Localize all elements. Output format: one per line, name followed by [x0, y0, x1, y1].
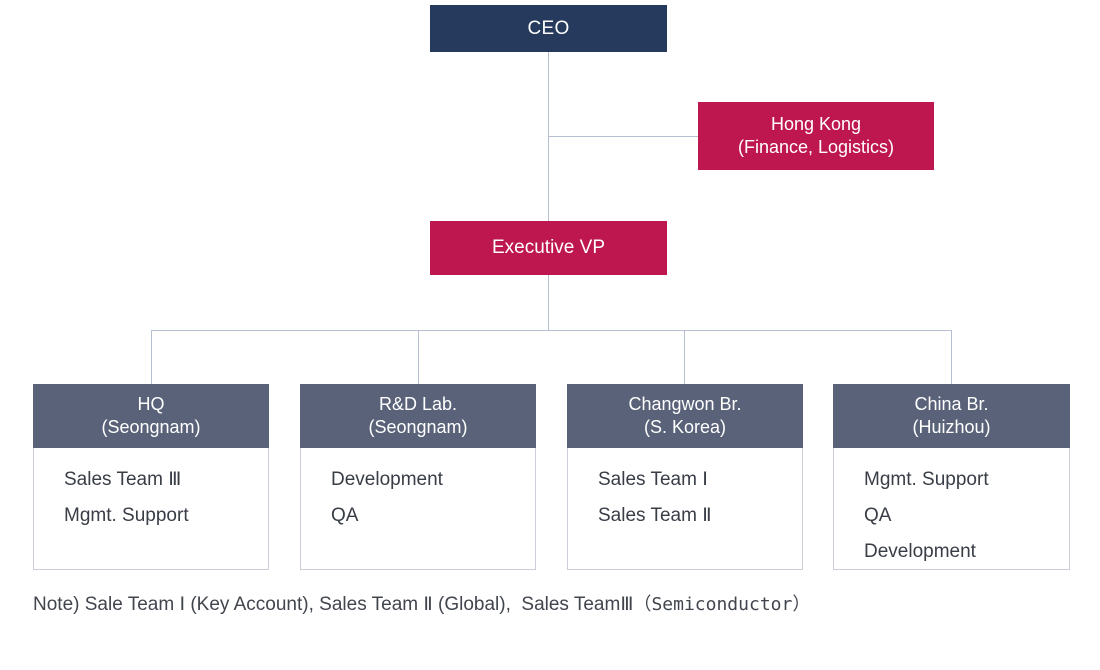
dept-hq-title: HQ: [137, 394, 165, 414]
connector-branch-horizontal: [151, 330, 951, 331]
team-item: Mgmt. Support: [864, 469, 989, 490]
dept-changwon-header: Changwon Br. (S. Korea): [567, 384, 803, 448]
team-item: Sales Team Ⅱ: [598, 505, 712, 526]
dept-hq-body: Sales Team Ⅲ Mgmt. Support: [33, 448, 269, 570]
dept-changwon-title: Changwon Br.: [628, 394, 742, 414]
footnote-text: Note) Sale Team Ⅰ (Key Account), Sales T…: [33, 594, 621, 615]
executive-vp-label: Executive VP: [492, 237, 605, 258]
dept-changwon-location: (S. Korea): [643, 417, 727, 437]
hong-kong-label: Hong Kong: [770, 114, 862, 134]
dept-rnd-lab: R&D Lab. (Seongnam) Development QA: [300, 384, 536, 570]
dept-rnd-body: Development QA: [300, 448, 536, 570]
footnote-numeral: Ⅲ: [620, 594, 634, 615]
team-item: QA: [864, 505, 892, 526]
team-item: Development: [864, 541, 976, 562]
dept-china-location: (Huizhou): [912, 417, 991, 437]
connector-drop-changwon: [684, 330, 685, 384]
dept-changwon: Changwon Br. (S. Korea) Sales Team Ⅰ Sal…: [567, 384, 803, 570]
connector-evp-to-branch: [548, 275, 549, 330]
dept-china: China Br. (Huizhou) Mgmt. Support QA Dev…: [833, 384, 1070, 570]
dept-rnd-header: R&D Lab. (Seongnam): [300, 384, 536, 448]
hong-kong-box: Hong Kong (Finance, Logistics): [698, 102, 934, 170]
team-item: QA: [331, 505, 359, 526]
dept-china-body: Mgmt. Support QA Development: [833, 448, 1070, 570]
dept-hq-location: (Seongnam): [101, 417, 201, 437]
footnote: Note) Sale Team Ⅰ (Key Account), Sales T…: [33, 590, 810, 616]
dept-rnd-title: R&D Lab.: [378, 394, 458, 414]
dept-rnd-location: (Seongnam): [368, 417, 468, 437]
hong-kong-sublabel: (Finance, Logistics): [737, 137, 895, 157]
executive-vp-box: Executive VP: [430, 221, 667, 275]
team-item: Mgmt. Support: [64, 505, 189, 526]
connector-drop-rnd: [418, 330, 419, 384]
dept-changwon-body: Sales Team Ⅰ Sales Team Ⅱ: [567, 448, 803, 570]
connector-drop-china: [951, 330, 952, 384]
footnote-mono-text: （Semiconductor）: [633, 594, 811, 615]
team-item: Development: [331, 469, 443, 490]
dept-hq-header: HQ (Seongnam): [33, 384, 269, 448]
dept-china-title: China Br.: [914, 394, 989, 414]
team-item: Sales Team Ⅲ: [64, 469, 182, 490]
ceo-label: CEO: [527, 17, 570, 39]
dept-china-header: China Br. (Huizhou): [833, 384, 1070, 448]
dept-hq: HQ (Seongnam) Sales Team Ⅲ Mgmt. Support: [33, 384, 269, 570]
team-item: Sales Team Ⅰ: [598, 469, 708, 490]
connector-to-hong-kong: [548, 136, 698, 137]
connector-drop-hq: [151, 330, 152, 384]
ceo-box: CEO: [430, 5, 667, 52]
